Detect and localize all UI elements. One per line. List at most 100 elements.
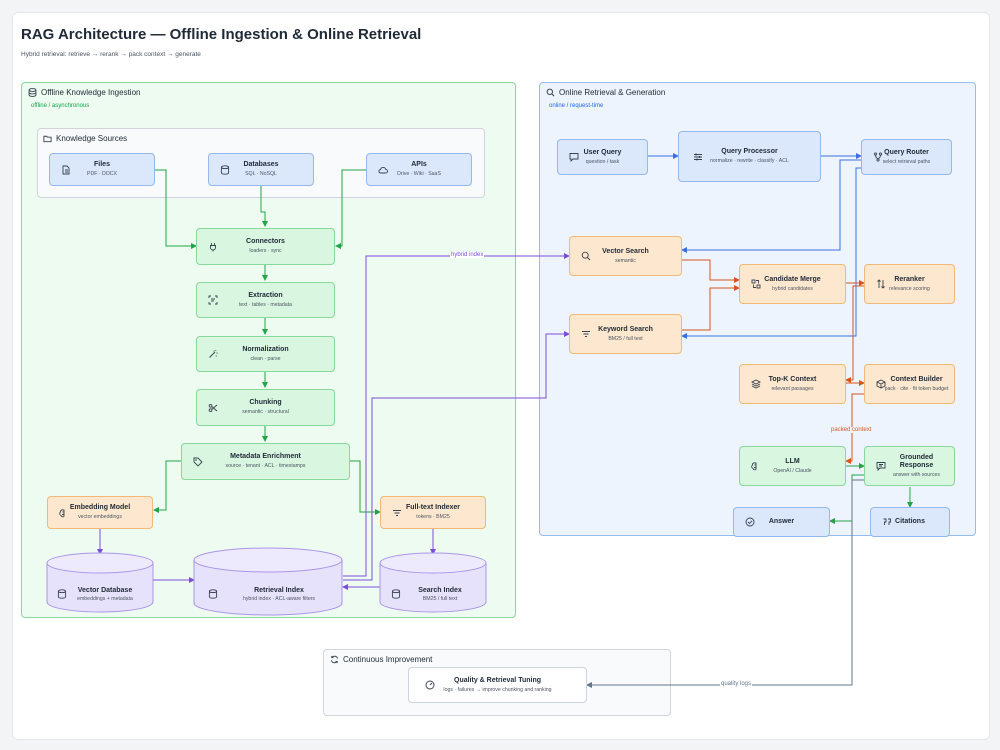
knowledge-sources-header: Knowledge Sources <box>43 134 127 143</box>
candidate-merge-title: Candidate Merge <box>764 275 821 283</box>
quality-tuning-node[interactable]: Quality & Retrieval Tuning logs · failur… <box>408 667 587 703</box>
files-title: Files <box>94 161 110 169</box>
metadata-enrichment-subtitle: source · tenant · ACL · timestamps <box>225 463 306 470</box>
topk-context-subtitle: relevant passages <box>771 385 814 392</box>
normalization-node[interactable]: Normalization clean · parse <box>196 336 335 372</box>
extraction-title: Extraction <box>248 291 283 299</box>
reranker-subtitle: relevance scoring <box>889 285 930 292</box>
magic-wand-icon <box>209 349 218 358</box>
filter-lines-icon <box>582 331 590 337</box>
cloud-icon <box>378 166 388 173</box>
brain-icon <box>751 462 757 471</box>
grounded-response-node[interactable]: Grounded Response answer with sources <box>864 446 955 486</box>
sort-arrows-icon <box>877 279 885 289</box>
package-icon <box>876 379 886 389</box>
keyword-search-subtitle: BM25 / full text <box>608 335 643 342</box>
vector-database-title: Vector Database <box>77 587 133 594</box>
tag-icon <box>193 457 203 467</box>
file-icon <box>62 165 70 174</box>
user-query-node[interactable]: User Query question / task <box>557 139 648 175</box>
database-icon <box>391 589 401 599</box>
query-router-title: Query Router <box>884 148 929 156</box>
databases-subtitle: SQL · NoSQL <box>245 171 277 178</box>
message-text-icon <box>876 462 886 471</box>
edge-label-quality-logs: quality logs <box>720 681 753 687</box>
connectors-node[interactable]: Connectors loaders · sync <box>196 228 335 265</box>
filter-lines-icon <box>393 509 401 516</box>
files-node[interactable]: Files PDF · DOCX <box>49 153 155 186</box>
search-index-subtitle: BM25 / full text <box>422 596 458 602</box>
vector-search-node[interactable]: Vector Search semantic <box>569 236 682 276</box>
files-subtitle: PDF · DOCX <box>87 171 117 178</box>
grounded-response-title: Grounded Response <box>899 453 934 469</box>
answer-node[interactable]: Answer <box>733 507 830 537</box>
apis-subtitle: Drive · Wiki · SaaS <box>397 171 441 178</box>
user-query-title: User Query <box>583 148 622 156</box>
topk-context-title: Top-K Context <box>768 375 817 383</box>
chunking-subtitle: semantic · structural <box>242 409 289 416</box>
sliders-icon <box>694 153 702 160</box>
chat-bubble-icon <box>569 153 579 162</box>
retrieval-index-label: Retrieval Index hybrid index · ACL-aware… <box>222 587 336 602</box>
context-builder-node[interactable]: Context Builder pack · cite · fit token … <box>864 364 955 404</box>
vector-search-title: Vector Search <box>602 247 649 255</box>
citations-title: Citations <box>895 517 925 525</box>
apis-node[interactable]: APIs Drive · Wiki · SaaS <box>366 153 472 186</box>
edge-label-packed-context: packed context <box>830 427 873 433</box>
quality-tuning-subtitle: logs · failures → improve chunking and r… <box>443 686 552 693</box>
search-icon <box>546 88 555 97</box>
fulltext-indexer-node[interactable]: Full-text Indexer tokens · BM25 <box>380 496 486 529</box>
refresh-icon <box>330 655 339 664</box>
llm-node[interactable]: LLM OpenAI / Claude <box>739 446 846 486</box>
metadata-enrichment-title: Metadata Enrichment <box>230 453 301 461</box>
check-circle-icon <box>745 517 755 527</box>
connectors-title: Connectors <box>246 238 285 246</box>
databases-title: Databases <box>243 161 279 169</box>
plug-icon <box>210 242 216 251</box>
metadata-enrichment-node[interactable]: Metadata Enrichment source · tenant · AC… <box>181 443 350 480</box>
citations-node[interactable]: Citations <box>870 507 950 537</box>
extraction-node[interactable]: Extraction text · tables · metadata <box>196 282 335 318</box>
vector-database-subtitle: embeddings + metadata <box>77 596 133 602</box>
quality-tuning-title: Quality & Retrieval Tuning <box>454 676 541 684</box>
improvement-panel-header: Continuous Improvement <box>330 655 432 664</box>
query-processor-subtitle: normalize · rewrite · classify · ACL <box>710 158 789 165</box>
page-title: RAG Architecture — Offline Ingestion & O… <box>21 26 422 43</box>
reranker-node[interactable]: Reranker relevance scoring <box>864 264 955 304</box>
folder-icon <box>43 135 52 143</box>
candidate-merge-node[interactable]: Candidate Merge hybrid candidates <box>739 264 846 304</box>
database-icon <box>208 589 218 599</box>
grounded-response-subtitle: answer with sources <box>893 471 940 478</box>
keyword-search-node[interactable]: Keyword Search BM25 / full text <box>569 314 682 354</box>
normalization-subtitle: clean · parse <box>250 355 281 362</box>
edge-label-hybrid-index: hybrid index <box>450 252 485 258</box>
chunking-node[interactable]: Chunking semantic · structural <box>196 389 335 426</box>
vector-search-subtitle: semantic <box>615 257 636 264</box>
candidate-merge-subtitle: hybrid candidates <box>772 285 813 292</box>
database-icon <box>220 164 230 175</box>
topk-context-node[interactable]: Top-K Context relevant passages <box>739 364 846 404</box>
embedding-model-subtitle: vector embeddings <box>78 514 122 521</box>
query-router-node[interactable]: Query Router select retrieval paths <box>861 139 952 175</box>
merge-grid-icon <box>751 279 761 289</box>
offline-panel-title: Offline Knowledge Ingestion <box>41 88 141 97</box>
query-processor-node[interactable]: Query Processor normalize · rewrite · cl… <box>678 131 821 182</box>
page-subtitle: Hybrid retrieval: retrieve → rerank → pa… <box>21 51 201 58</box>
chunking-title: Chunking <box>249 399 282 407</box>
improvement-panel-title: Continuous Improvement <box>343 655 433 664</box>
vector-database-label: Vector Database embeddings + metadata <box>62 587 148 602</box>
layers-icon <box>751 379 761 389</box>
brain-icon <box>59 508 65 517</box>
scan-text-icon <box>208 295 218 305</box>
databases-node[interactable]: Databases SQL · NoSQL <box>208 153 314 186</box>
llm-subtitle: OpenAI / Claude <box>773 467 812 474</box>
retrieval-index-subtitle: hybrid index · ACL-aware filters <box>242 596 316 602</box>
fulltext-indexer-subtitle: tokens · BM25 <box>416 514 450 521</box>
git-branch-icon <box>873 152 883 162</box>
context-builder-title: Context Builder <box>890 375 943 383</box>
search-index-title: Search Index <box>418 587 462 594</box>
quote-icon <box>883 518 891 525</box>
embedding-model-node[interactable]: Embedding Model vector embeddings <box>47 496 153 529</box>
retrieval-index-title: Retrieval Index <box>254 587 304 594</box>
online-panel-header: Online Retrieval & Generation <box>546 88 665 97</box>
